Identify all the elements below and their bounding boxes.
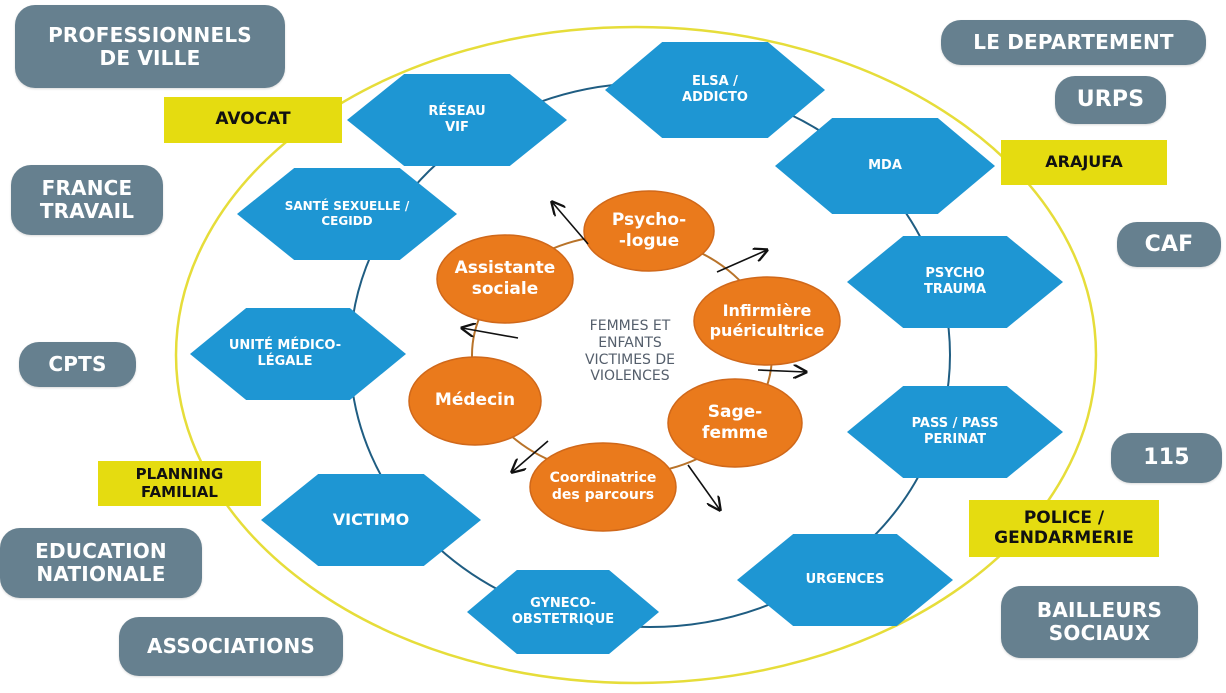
partner-cpts: CPTS — [19, 342, 136, 387]
hexagon-elsa — [605, 42, 825, 138]
arrow-coordinatrice-medecin — [512, 440, 549, 472]
arrow-medecin-assistante — [462, 328, 519, 339]
hexagon-gyneco — [467, 570, 659, 654]
hexagon-urgences — [737, 534, 953, 626]
hexagon-sante — [237, 168, 457, 260]
oval-coordinatrice — [529, 442, 677, 532]
hexagon-victimo — [261, 474, 481, 566]
partner-bailleurs: BAILLEURS SOCIAUX — [1001, 586, 1198, 658]
arrow-sage-femme-coordinatrice — [687, 464, 720, 510]
yellow-box-avocat: AVOCAT — [164, 97, 342, 143]
oval-psychologue — [583, 190, 715, 272]
oval-infirmiere — [693, 276, 841, 366]
arrow-psychologue-infirmiere — [716, 250, 767, 273]
oval-sage-femme — [667, 378, 803, 468]
outer-ellipse — [174, 25, 1098, 685]
arrow-infirmiere-sage-femme — [757, 370, 806, 372]
hexagon-reseau — [347, 74, 567, 166]
hexagon-unite — [190, 308, 406, 400]
partner-urps: URPS — [1055, 76, 1166, 124]
partner-departement: LE DEPARTEMENT — [941, 20, 1206, 65]
yellow-box-police: POLICE / GENDARMERIE — [969, 500, 1159, 557]
hexagon-pass — [847, 386, 1063, 478]
partner-education: EDUCATION NATIONALE — [0, 528, 202, 598]
oval-assistante — [436, 234, 574, 324]
arrow-psychologue-assistante — [552, 202, 589, 245]
partner-115: 115 — [1111, 433, 1222, 483]
hexagon-mda — [775, 118, 995, 214]
partner-associations: ASSOCIATIONS — [119, 617, 343, 676]
partner-france-travail: FRANCE TRAVAIL — [11, 165, 163, 235]
center-title: FEMMES ET ENFANTS VICTIMES DE VIOLENCES — [584, 318, 676, 385]
partner-caf: CAF — [1117, 222, 1221, 267]
hexagon-psycho-trauma — [847, 236, 1063, 328]
yellow-box-planning: PLANNING FAMILIAL — [98, 461, 261, 506]
partner-professionnels: PROFESSIONNELS DE VILLE — [15, 5, 285, 88]
oval-medecin — [408, 356, 542, 446]
yellow-box-arajufa: ARAJUFA — [1001, 140, 1167, 185]
